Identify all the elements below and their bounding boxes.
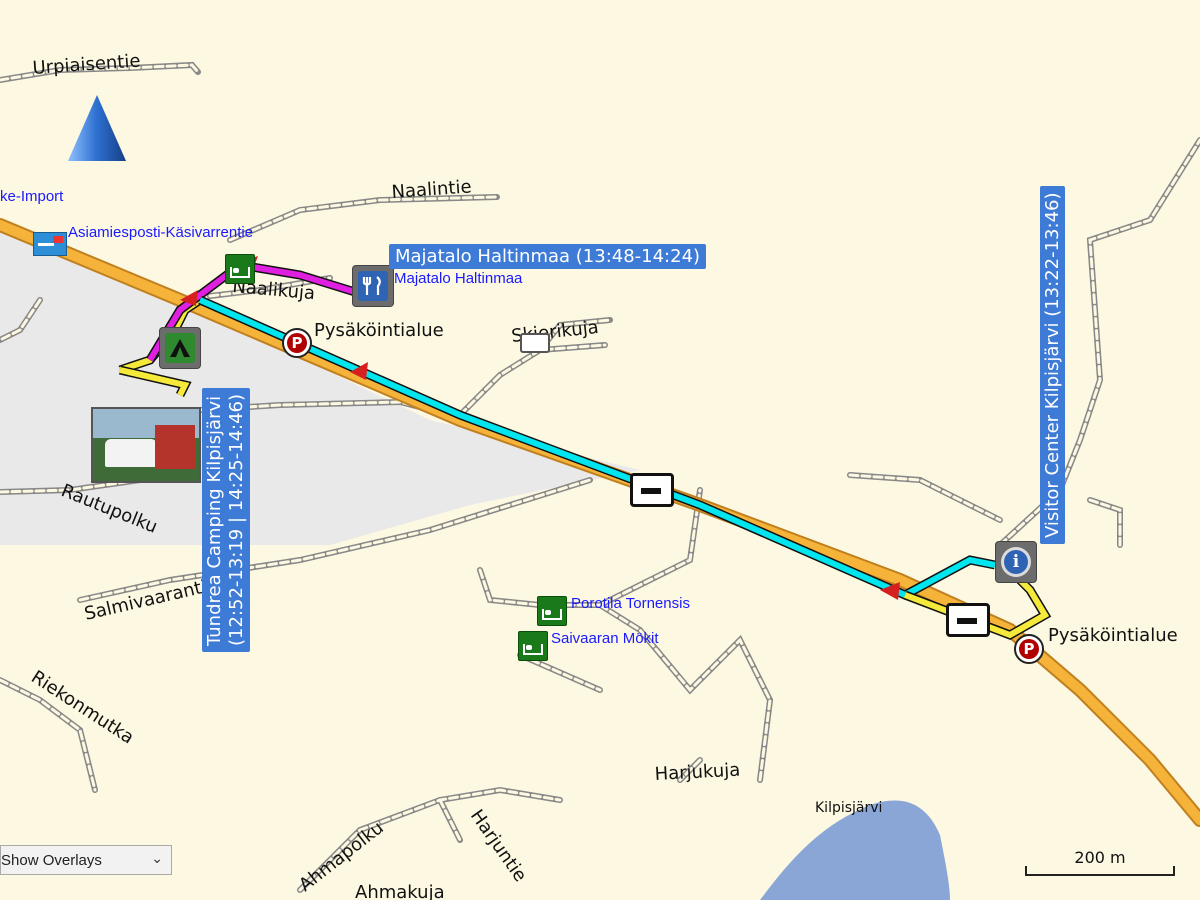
callout-majatalo-visit[interactable]: Majatalo Haltinmaa (13:48-14:24) bbox=[389, 244, 707, 269]
parking-icon[interactable]: P bbox=[282, 328, 312, 358]
direction-arrow bbox=[350, 362, 368, 380]
fork-knife-icon[interactable] bbox=[353, 266, 393, 306]
lake-label: Kilpisjärvi bbox=[815, 800, 882, 816]
callout-visitor-center-text: Visitor Center Kilpisjärvi (13:22-13:46) bbox=[1042, 192, 1063, 539]
road-sign-icon bbox=[630, 473, 674, 507]
poi-label-asiamiesposti[interactable]: Asiamiesposti-Käsivarrentie bbox=[68, 224, 254, 241]
info-icon[interactable]: i bbox=[996, 542, 1036, 582]
parking-label-2: Pysäköintialue bbox=[1048, 625, 1178, 646]
scale-label: 200 m bbox=[1074, 848, 1126, 867]
bed-icon[interactable] bbox=[518, 631, 548, 661]
direction-arrow bbox=[180, 290, 198, 306]
track-cyan bbox=[198, 297, 996, 599]
chevron-down-icon: ⌄ bbox=[151, 850, 163, 866]
callout-tundrea-line2: (12:52-13:19 | 14:25-14:46) bbox=[226, 393, 247, 646]
road-label-harjuntie: Harjuntie bbox=[466, 806, 531, 886]
poi-label-ke-import[interactable]: ke-Import bbox=[0, 188, 64, 205]
bed-icon[interactable] bbox=[225, 254, 255, 284]
photo-thumbnail[interactable] bbox=[91, 407, 201, 483]
poi-label-saivaaran[interactable]: Saivaaran Mökit bbox=[551, 630, 659, 647]
scale-bar: 200 m bbox=[1025, 848, 1175, 876]
callout-majatalo-text: Majatalo Haltinmaa (13:48-14:24) bbox=[395, 246, 701, 267]
direction-arrow bbox=[880, 582, 900, 600]
lake-kilpisjarvi bbox=[760, 800, 950, 900]
shop-icon[interactable] bbox=[520, 333, 550, 353]
tent-icon[interactable] bbox=[160, 328, 200, 368]
road-label-urpiaisentie: Urpiaisentie bbox=[32, 51, 141, 79]
mailbox-icon[interactable] bbox=[33, 232, 67, 256]
overlay-select-value: Show Overlays bbox=[1, 852, 102, 869]
road-sign-icon bbox=[946, 603, 990, 637]
callout-visitor-center-visit[interactable]: Visitor Center Kilpisjärvi (13:22-13:46) bbox=[1040, 186, 1065, 544]
callout-tundrea-line1: Tundrea Camping Kilpisjärvi bbox=[204, 395, 225, 646]
bed-icon[interactable] bbox=[537, 596, 567, 626]
overlay-select[interactable]: Show Overlays ⌄ bbox=[0, 845, 172, 875]
road-label-ahmakuja: Ahmakuja bbox=[355, 882, 445, 900]
north-arrow-icon bbox=[68, 95, 126, 161]
road-label-harjukuja: Harjukuja bbox=[654, 760, 741, 785]
parking-label-1: Pysäköintialue bbox=[314, 320, 444, 341]
parking-icon[interactable]: P bbox=[1014, 634, 1044, 664]
poi-label-majatalo[interactable]: Majatalo Haltinmaa bbox=[394, 270, 523, 287]
poi-label-porotila[interactable]: Porotila Tornensis bbox=[571, 595, 690, 612]
callout-tundrea-visit[interactable]: Tundrea Camping Kilpisjärvi (12:52-13:19… bbox=[202, 387, 250, 652]
